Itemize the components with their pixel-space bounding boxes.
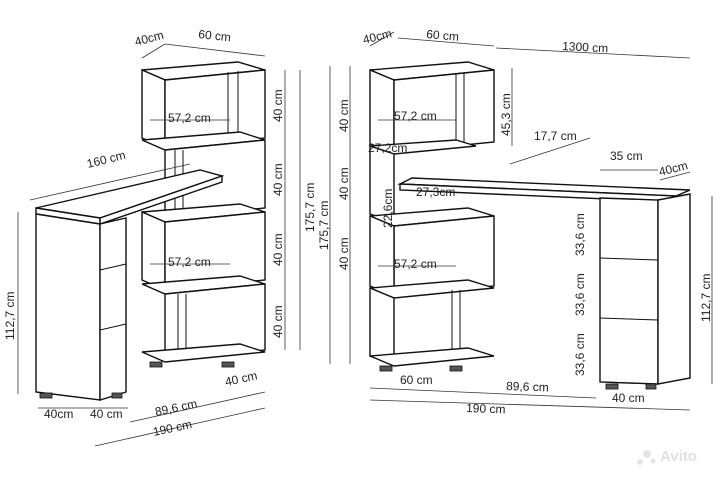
right-total-height-label: 175,7 cm (317, 201, 331, 250)
right-gap-width-b-label: 27,3cm (416, 185, 455, 199)
left-leg-2 (221, 361, 235, 368)
left-shelf-inner-2-label: 57,2 cm (168, 255, 211, 269)
right-desk-height-label: 112,7 cm (699, 274, 713, 322)
left-bottom-depth-b-label: 40 cm (90, 407, 123, 421)
right-total-width-label: 190 cm (466, 401, 506, 416)
left-top-side (141, 68, 166, 150)
left-base (141, 343, 266, 363)
left-total-width-label: 190 cm (152, 417, 193, 439)
right-cabinet-side (657, 193, 691, 385)
right-bottom-width-label: 60 cm (400, 373, 433, 387)
right-leg-4 (645, 383, 657, 390)
left-tier3-side (141, 210, 166, 292)
right-base (369, 347, 495, 367)
left-desk-edge2 (99, 175, 223, 225)
left-leg-1 (149, 361, 163, 368)
right-cab-shelf-2-label: 33,6 cm (573, 273, 587, 316)
right-cabinet-front (599, 197, 659, 385)
right-h1-label: 40 cm (337, 99, 351, 132)
watermark: Avito (637, 448, 697, 465)
right-shelf-inner-2-label: 57,2 cm (394, 257, 437, 271)
left-leg-3 (39, 392, 53, 399)
right-cab-shelf-1-label: 33,6 cm (573, 213, 587, 256)
left-bottom-width-label: 40 cm (224, 368, 259, 388)
right-top-side (369, 68, 395, 153)
right-cab-width-label: 35 cm (610, 149, 643, 163)
left-top-front (164, 69, 266, 149)
left-total-height-label: 175,7 cm (303, 183, 317, 232)
left-shelf-inner-1-label: 57,2 cm (168, 111, 211, 125)
right-bottom-side (369, 286, 395, 365)
right-gap-height-label: 22,6cm (381, 189, 395, 228)
right-top-width-label: 60 cm (426, 27, 460, 44)
right-cab-shelf-3-label: 33,6 cm (573, 333, 587, 376)
right-view: 40cm 60 cm 1300 cm 40 cm 40 cm 40 cm 175… (317, 26, 713, 416)
right-top-box-height-label: 45,3 cm (499, 93, 513, 136)
left-span-label: 89,6 cm (154, 396, 199, 419)
right-top-front (393, 69, 495, 153)
left-desk-height-label: 112,7 cm (3, 292, 17, 340)
left-tier4-front (164, 283, 266, 361)
left-cabinet-side (35, 213, 101, 401)
left-h4-label: 40 cm (271, 305, 285, 338)
right-leg-2 (449, 365, 463, 372)
right-h3-label: 40 cm (337, 237, 351, 270)
left-top-depth-label: 40cm (133, 28, 165, 49)
left-cabinet-front (99, 217, 127, 401)
left-h2-label: 40 cm (271, 163, 285, 196)
right-shelf-inner-1-label: 57,2 cm (394, 109, 437, 123)
left-view: 40cm 60 cm 57,2 cm 57,2 cm 160 cm 40 cm … (3, 27, 317, 447)
left-h1-label: 40 cm (271, 89, 285, 122)
right-gap-width-label: 27,2cm (368, 141, 407, 155)
right-desk-offset-label: 17,7 cm (534, 129, 577, 143)
right-h2-label: 40 cm (337, 167, 351, 200)
right-top-depth-label: 40cm (361, 26, 393, 47)
left-bottom-depth-label: 40cm (44, 407, 73, 421)
left-tier3-front (164, 211, 266, 291)
right-bottom-cab-width-label: 40 cm (612, 391, 645, 405)
left-desk-length-label: 160 cm (85, 148, 127, 171)
left-leg-4 (111, 392, 123, 399)
right-leg-3 (605, 383, 619, 390)
right-leg-1 (379, 365, 393, 372)
left-top-width-label: 60 cm (198, 27, 232, 44)
left-h3-label: 40 cm (271, 233, 285, 266)
right-cab-depth-label: 40cm (657, 158, 689, 179)
right-overall-length-label: 1300 cm (562, 39, 609, 55)
watermark-text: Avito (660, 448, 697, 465)
right-span-label: 89,6 cm (506, 379, 549, 394)
